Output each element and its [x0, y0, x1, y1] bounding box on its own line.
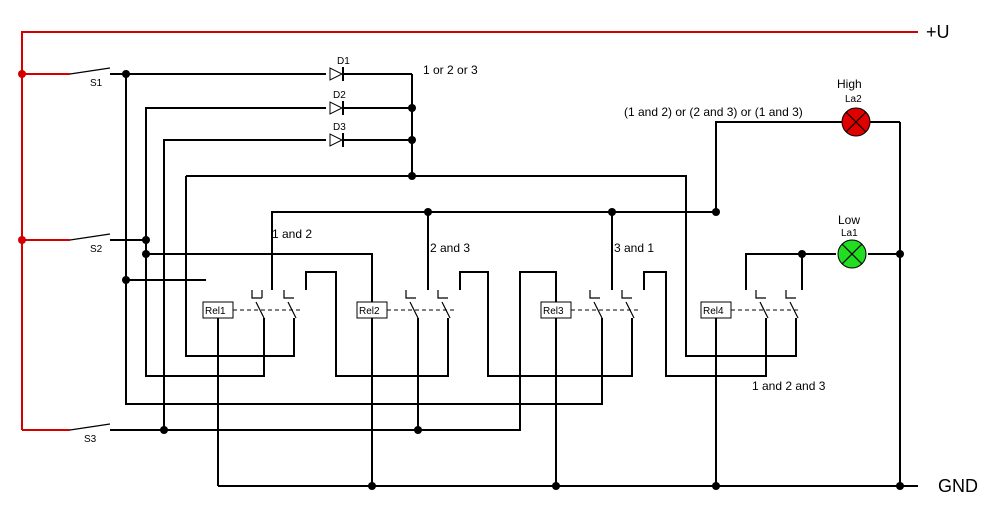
ground-rail	[217, 122, 918, 490]
supply-rail	[18, 31, 918, 431]
s3-bus	[160, 139, 557, 434]
condition-123-label: 1 and 2 and 3	[752, 379, 826, 393]
supply-label: +U	[926, 22, 950, 42]
lamp-high-ref: La2	[845, 94, 862, 105]
relay-rel1-label: Rel1	[205, 306, 226, 317]
switch-s3-label: S3	[84, 434, 97, 445]
s2-bus	[142, 107, 373, 377]
switch-s2-label: S2	[90, 244, 103, 255]
relay-rel4	[700, 290, 799, 319]
condition-pairs-label: (1 and 2) or (2 and 3) or (1 and 3)	[624, 105, 803, 119]
condition-31-label: 3 and 1	[614, 241, 654, 255]
condition-any-label: 1 or 2 or 3	[423, 63, 478, 77]
or-node	[185, 74, 797, 357]
relay-rel2	[356, 290, 454, 319]
diode-d2-label: D2	[333, 90, 346, 101]
diode-d1	[329, 67, 412, 81]
condition-12-label: 1 and 2	[272, 227, 312, 241]
relay-rel3	[540, 290, 638, 319]
diode-d3-label: D3	[333, 122, 346, 133]
s1-bus	[122, 70, 603, 405]
condition-23-label: 2 and 3	[430, 241, 470, 255]
lamp-low-ref: La1	[841, 228, 858, 239]
contact-wiring	[271, 121, 842, 377]
lamp-low	[837, 239, 904, 269]
switch-s1	[69, 67, 126, 75]
switch-s1-label: S1	[90, 78, 103, 89]
lamp-high-title: High	[837, 77, 862, 91]
lamp-high	[841, 107, 900, 137]
relay-rel3-label: Rel3	[543, 306, 564, 317]
switch-s2	[69, 233, 146, 241]
diode-d1-label: D1	[337, 56, 350, 67]
relay-rel1	[202, 290, 300, 319]
relay-rel2-label: Rel2	[359, 306, 380, 317]
relay-rel4-label: Rel4	[703, 306, 724, 317]
ground-label: GND	[938, 476, 978, 496]
diode-d2	[329, 101, 412, 115]
lamp-low-title: Low	[838, 213, 860, 227]
diode-d3	[329, 133, 412, 147]
switch-s3	[69, 423, 164, 431]
